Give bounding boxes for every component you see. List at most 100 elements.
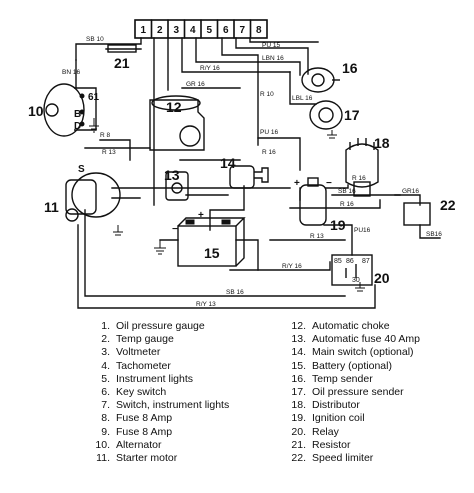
- legend-item-number: 7.: [101, 399, 110, 412]
- resistor: [107, 44, 137, 53]
- temp-sender: [301, 67, 340, 93]
- terminal-alt-61: 61: [88, 92, 100, 103]
- distributor-cap: [345, 143, 379, 188]
- choke-top: [151, 95, 201, 111]
- legend-item-number: 13.: [291, 333, 306, 346]
- terminal-labels: 61 B D S + − + − 85 86 87 30: [74, 92, 370, 284]
- battery-case: [177, 225, 237, 267]
- automatic-choke: [149, 95, 205, 151]
- legend-item-number: 8.: [101, 412, 110, 425]
- alternator-terminal-plate: [74, 87, 97, 131]
- alternator-terminal-d: [79, 121, 85, 127]
- wire-sb16-bottom: [84, 209, 346, 297]
- wire-t4: [181, 37, 291, 73]
- legend-item-label: Temp gauge: [116, 333, 174, 346]
- wire-label-gr16: GR 16: [186, 81, 205, 88]
- legend-item: 11.Starter motor: [86, 452, 276, 465]
- terminal-relay-87: 87: [362, 258, 370, 265]
- ground-battery: [154, 240, 166, 255]
- wire-r16-right: [289, 199, 381, 209]
- legend-item-label: Voltmeter: [116, 346, 161, 359]
- legend-item-label: Oil pressure sender: [312, 385, 404, 398]
- legend-item-number: 22.: [291, 451, 306, 464]
- legend-item: 10.Alternator: [86, 439, 276, 452]
- wire-coil-dist: [325, 184, 349, 189]
- legend-item: 1.Oil pressure gauge: [86, 320, 276, 333]
- legend-item-number: 12.: [291, 320, 306, 332]
- wire-ry16-bottom: [229, 261, 331, 271]
- label-15: 15: [204, 245, 220, 261]
- legend-item-number: 6.: [101, 385, 110, 398]
- legend-item-number: 17.: [291, 385, 306, 398]
- speed-limiter: [403, 202, 431, 226]
- wire-label-lbn16: LBN 16: [262, 55, 284, 62]
- terminal-alt-b: B: [74, 109, 81, 120]
- wire-switch-battery: [209, 185, 245, 231]
- legend-item-number: 18.: [291, 399, 306, 412]
- switch-body: [229, 165, 255, 189]
- wire-sb10: [75, 37, 142, 61]
- terminal-number: 6: [223, 25, 229, 36]
- automatic-fuse: [165, 171, 189, 201]
- legend-item-number: 2.: [101, 333, 110, 346]
- switch-key: [254, 167, 269, 183]
- terminal-battery-minus: −: [172, 224, 178, 235]
- legend-item-number: 20.: [291, 425, 306, 438]
- component-labels: 21 10 11 12 13 14 15 16 17 18 19 20 22: [28, 55, 456, 286]
- legend-item-number: 11.: [96, 451, 110, 464]
- relay-pins: [345, 264, 357, 278]
- speed-limiter-body: [403, 202, 431, 226]
- wire-label-lbl16: LBL 16: [292, 95, 313, 102]
- wire-label-sb16-bottom: SB 16: [226, 289, 244, 296]
- terminal-alt-d: D: [74, 121, 81, 132]
- wire-label-r13: R 13: [102, 149, 116, 156]
- wire-t7: [235, 37, 309, 75]
- terminal-relay-86: 86: [346, 258, 354, 265]
- legend-item: 8.Fuse 8 Amp: [86, 412, 276, 425]
- terminal-relay-85: 85: [334, 258, 342, 265]
- resistor-body: [107, 44, 137, 53]
- terminal-number: 7: [239, 25, 245, 36]
- fuse-reset: [171, 182, 183, 194]
- legend-item-label: Temp sender: [312, 372, 373, 385]
- wire-label-bn16: BN 16: [62, 69, 80, 76]
- ignition-coil: [299, 177, 327, 226]
- label-22: 22: [440, 197, 456, 213]
- distributor-shaft: [353, 181, 371, 197]
- wire-label-ry16: R/Y 16: [200, 65, 220, 72]
- legend-item: 21.Resistor: [282, 439, 472, 452]
- legend-item: 16. Temp sender: [282, 373, 472, 386]
- legend-item-label: Fuse 8 Amp: [116, 425, 173, 438]
- legend-item-number: 9.: [101, 425, 110, 438]
- wire-pu16: [257, 137, 301, 171]
- terminal-number: 4: [190, 25, 196, 36]
- wire-label-ry13: R/Y 13: [196, 301, 216, 308]
- wire-label-r13-lower: R 13: [310, 233, 324, 240]
- wire-label-sb16-right: SB 16: [338, 188, 356, 195]
- terminal-battery-plus: +: [198, 210, 204, 221]
- legend-item-label: Instrument lights: [116, 372, 194, 385]
- legend-item-label: Automatic fuse 40 Amp: [312, 333, 420, 346]
- wire-label-ry16-bottom: R/Y 16: [282, 263, 302, 270]
- legend-item: 13. Automatic fuse 40 Amp: [282, 333, 472, 346]
- legend-item: 22.Speed limiter: [282, 452, 472, 465]
- legend-item-number: 16.: [291, 372, 306, 385]
- alternator-pulley: [45, 103, 59, 117]
- choke-element: [179, 125, 201, 147]
- battery-post-neg: [185, 219, 195, 225]
- legend-item-label: Switch, instrument lights: [116, 399, 230, 412]
- wire-label-r16: R 16: [262, 149, 276, 156]
- battery: [177, 217, 246, 267]
- label-18: 18: [374, 135, 390, 151]
- legend-item-number: 14.: [291, 346, 306, 359]
- terminal-number: 1: [140, 25, 146, 36]
- legend-item-number: 10.: [95, 438, 110, 451]
- wire-label-pu16: PU 16: [260, 129, 278, 136]
- terminal-cell: [249, 19, 268, 39]
- wire-gr16: [394, 194, 421, 206]
